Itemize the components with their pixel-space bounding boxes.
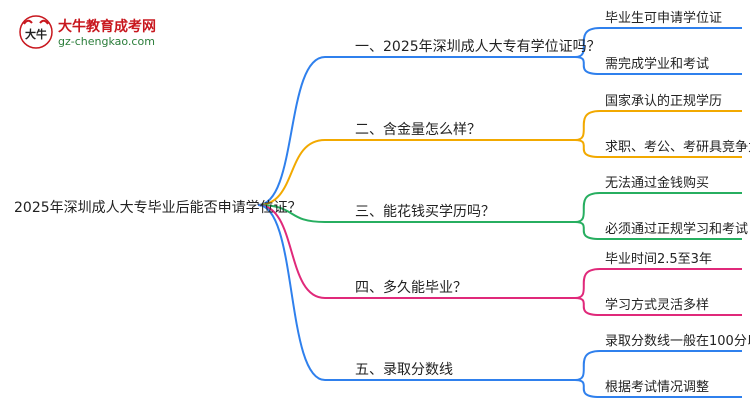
subtopic-4-1: 毕业时间2.5至3年 [605, 252, 712, 267]
subtopic-2-2: 求职、考公、考研具竞争力 [605, 139, 750, 155]
subtopic-3-1: 无法通过金钱购买 [605, 175, 709, 191]
branch-connector-3 [257, 204, 326, 223]
child-connector-2-2 [574, 139, 601, 158]
child-connector-1-2 [574, 56, 601, 75]
child-connector-2-1 [574, 110, 601, 141]
branch-topic-1: 一、2025年深圳成人大专有学位证吗？ [355, 39, 601, 55]
branch-topic-4: 四、多久能毕业？ [355, 279, 467, 296]
child-connector-1-1 [574, 27, 601, 58]
mind-map-edges [257, 27, 742, 398]
child-connector-3-1 [574, 192, 601, 223]
subtopic-5-2: 根据考试情况调整 [605, 380, 709, 395]
svg-text:大牛: 大牛 [25, 27, 47, 41]
child-connector-5-1 [574, 350, 601, 381]
subtopic-5-1: 录取分数线一般在100分以上 [605, 333, 750, 349]
branch-topic-2: 二、含金量怎么样？ [355, 122, 481, 138]
branch-connector-1 [257, 56, 326, 206]
child-connector-3-2 [574, 221, 601, 240]
root-topic: 2025年深圳成人大专毕业后能否申请学位证？ [14, 200, 302, 216]
subtopic-1-2: 需完成学业和考试 [605, 56, 709, 72]
site-logo[interactable]: 大牛 大牛教育成考网 gz-chengkao.com [18, 14, 208, 52]
bull-logo-icon: 大牛 [19, 15, 53, 49]
branch-connector-4 [257, 204, 326, 299]
branch-connector-2 [257, 139, 326, 206]
branch-connector-5 [257, 204, 326, 381]
subtopic-4-2: 学习方式灵活多样 [605, 297, 709, 313]
branch-topic-3: 三、能花钱买学历吗？ [355, 204, 495, 220]
subtopic-2-1: 国家承认的正规学历 [605, 93, 722, 109]
mind-map-nodes: 2025年深圳成人大专毕业后能否申请学位证？ 一、2025年深圳成人大专有学位证… [14, 10, 750, 395]
child-connector-4-2 [574, 297, 601, 316]
subtopic-1-1: 毕业生可申请学位证 [605, 10, 722, 26]
subtopic-3-2: 必须通过正规学习和考试 [605, 221, 748, 237]
logo-title: 大牛教育成考网 [58, 19, 156, 35]
logo-url: gz-chengkao.com [58, 35, 155, 48]
child-connector-4-1 [574, 268, 601, 299]
child-connector-5-2 [574, 379, 601, 398]
branch-topic-5: 五、录取分数线 [355, 362, 453, 378]
